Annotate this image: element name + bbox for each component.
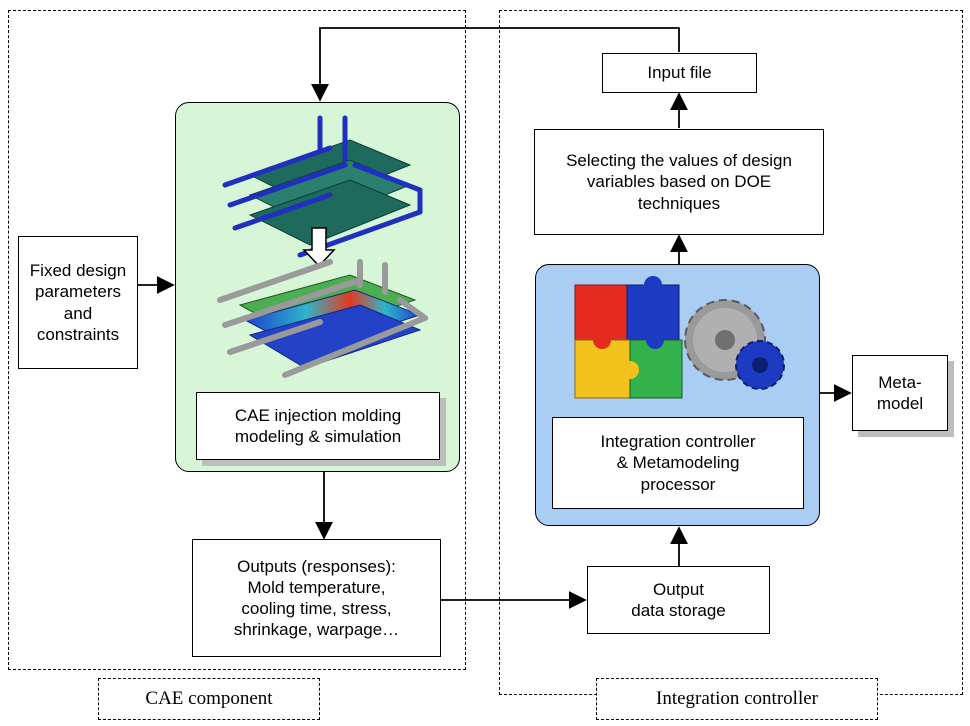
integration-processor-box: Integration controller & Metamodeling pr… bbox=[552, 417, 804, 509]
input-file-box: Input file bbox=[602, 53, 757, 93]
loop-arrow bbox=[311, 27, 680, 102]
fixed-parameters-box: Fixed design parameters and constraints bbox=[18, 236, 138, 369]
cae-component-region bbox=[8, 10, 466, 670]
integration-controller-label: Integration controller bbox=[596, 678, 878, 720]
output-storage-box: Output data storage bbox=[587, 566, 770, 634]
cae-component-label: CAE component bbox=[98, 678, 320, 720]
outputs-box: Outputs (responses): Mold temperature, c… bbox=[192, 539, 441, 657]
doe-selection-box: Selecting the values of design variables… bbox=[534, 129, 824, 235]
metamodel-box: Meta- model bbox=[852, 355, 948, 431]
cae-simulation-box: CAE injection molding modeling & simulat… bbox=[196, 392, 440, 460]
